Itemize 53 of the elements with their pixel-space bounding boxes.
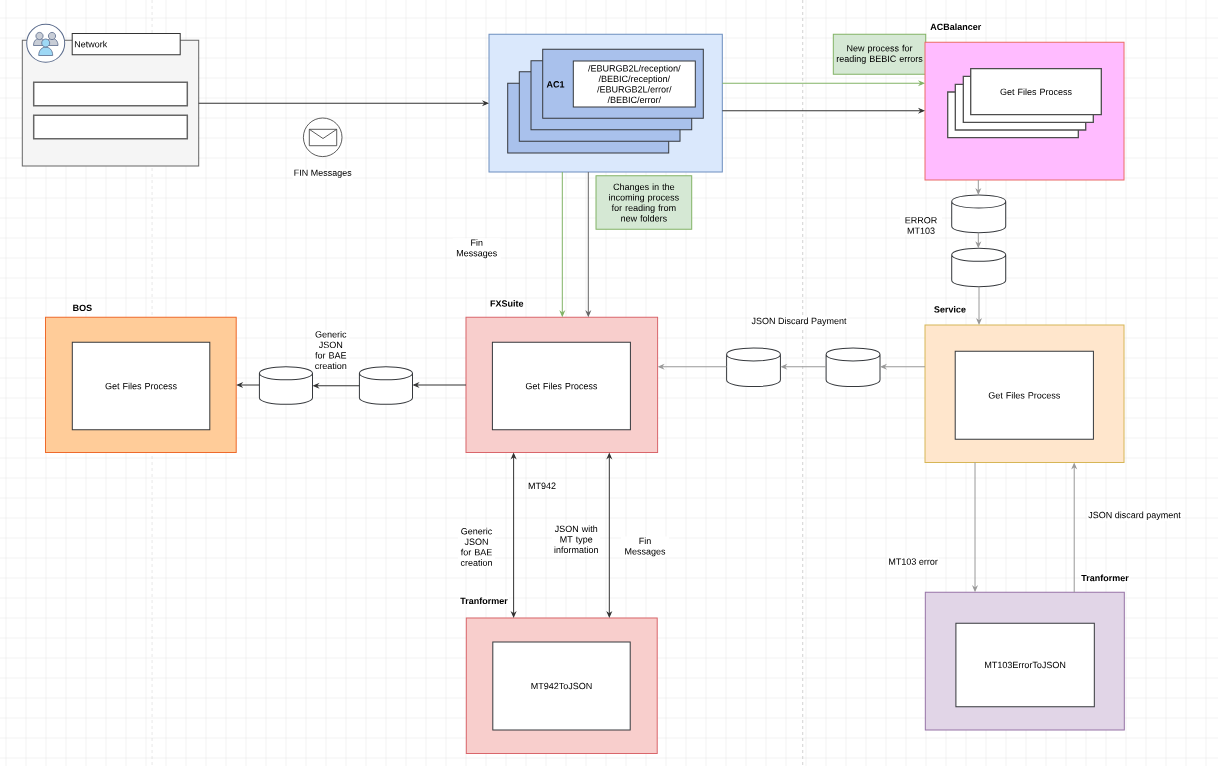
arrow: [721, 80, 925, 86]
double-arrow: [511, 453, 516, 618]
annotation: Generic JSON for BAE creation: [312, 329, 350, 371]
annotation: MT942: [527, 481, 557, 490]
arrow: [313, 383, 360, 389]
process-box: Get Files Process: [491, 341, 631, 431]
process-box: Get Files Process: [970, 68, 1102, 116]
arrow: [976, 232, 981, 248]
container-title: Tranformer: [459, 596, 509, 606]
process-box: MT942ToJSON: [492, 641, 631, 731]
process-box: Get Files Process: [954, 350, 1094, 440]
process-box: Get Files Process: [71, 341, 211, 431]
arrow: [658, 364, 728, 370]
process-box: MT103ErrorToJSON: [955, 622, 1095, 708]
cylinder: [258, 366, 313, 405]
arrow: [721, 108, 925, 114]
annotation: MT103 error: [887, 557, 939, 566]
arrow: [413, 382, 467, 388]
cylinder: [951, 194, 1007, 234]
process-box: /EBURGB2L/reception/ /BEBIC/reception/ /EBURGB2L/error/ /BEBIC/error/: [572, 60, 696, 108]
annotation: JSON Discard Payment: [750, 316, 848, 327]
container-title: BOS: [71, 303, 94, 313]
annotation: ERROR MT103: [900, 216, 942, 235]
cylinder: [951, 247, 1007, 288]
title-tag: Network: [71, 33, 181, 56]
annotation: FIN Messages: [292, 168, 353, 179]
annotation: Fin Messages: [621, 536, 669, 558]
note-box: Changes in the incoming process for reading from new folders: [595, 175, 693, 230]
box: [32, 81, 189, 107]
arrow: [1071, 463, 1077, 593]
annotation: Fin Messages: [452, 238, 501, 260]
container-title: Tranformer: [1080, 573, 1130, 583]
arrow: [585, 171, 591, 317]
container-title: FXSuite: [489, 299, 525, 308]
arrow: [976, 179, 981, 195]
arrow: [880, 364, 926, 370]
annotation: JSON discard payment: [1087, 510, 1182, 521]
arrow: [781, 364, 827, 370]
arrow: [198, 100, 489, 106]
cylinder: [358, 366, 413, 405]
annotation: JSON with MT type information: [552, 524, 601, 554]
container-title: ACBalancer: [929, 22, 983, 31]
container-title: Service: [932, 305, 967, 314]
arrow: [559, 171, 565, 317]
arrow: [976, 286, 982, 325]
box: [32, 114, 189, 140]
double-arrow: [606, 453, 612, 618]
annotation: Generic JSON for BAE creation: [458, 526, 495, 567]
arrow: [972, 461, 978, 592]
note-box: New process for reading BEBIC errors: [832, 33, 927, 75]
cylinder: [825, 347, 881, 388]
cylinder: [726, 347, 781, 388]
arrow: [236, 382, 260, 388]
